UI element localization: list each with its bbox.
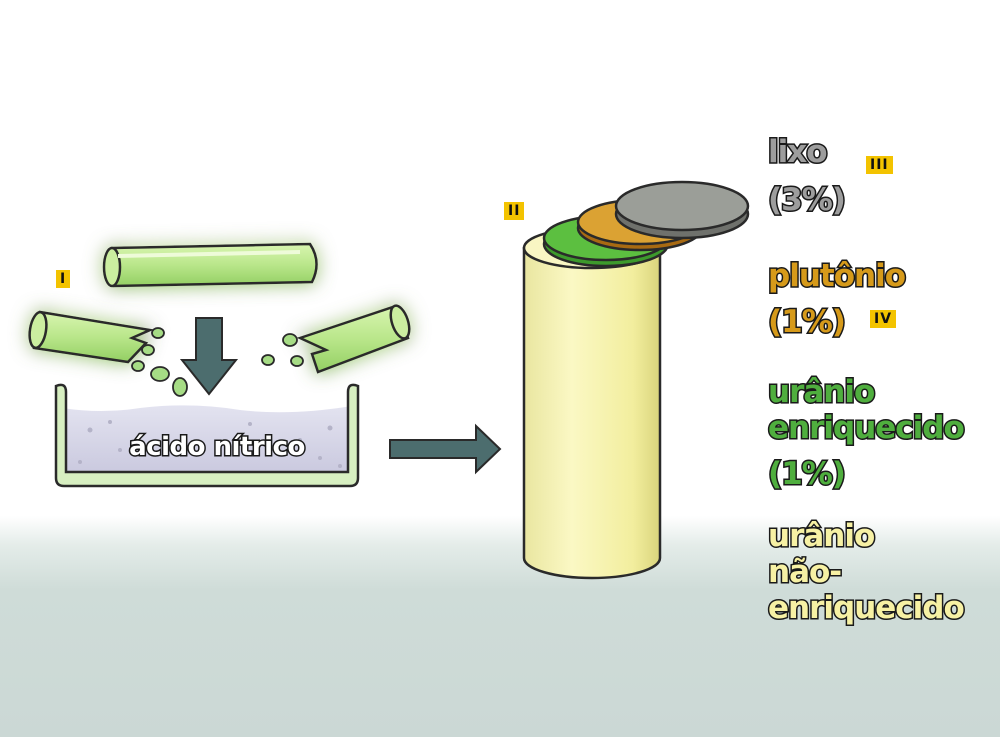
fuel-rod-broken-left: [27, 311, 150, 362]
natural-uranium-label-line2: não-: [768, 554, 841, 590]
stage-tag-i: I: [56, 270, 70, 288]
enriched-uranium-label-line1: urânio: [768, 374, 874, 410]
enriched-uranium-label-line2: enriquecido: [768, 410, 964, 446]
stage-tag-ii: II: [504, 202, 524, 220]
layer-gray-waste: [616, 182, 748, 238]
waste-percent: (3%): [768, 182, 845, 218]
down-arrow: [182, 318, 236, 394]
stage-tag-iv: IV: [870, 310, 896, 328]
natural-uranium-label-line1: urânio: [768, 518, 874, 554]
acid-label: ácido nítrico: [92, 432, 342, 462]
material-cylinder: [524, 228, 660, 578]
natural-uranium-label-line3: enriquecido: [768, 590, 964, 626]
fuel-rod-broken-right: [300, 303, 413, 372]
waste-label: lixo: [768, 134, 827, 170]
fuel-rod-top: [104, 244, 317, 286]
enriched-uranium-percent: (1%): [768, 456, 845, 492]
right-arrow: [390, 426, 500, 472]
plutonium-label: plutônio: [768, 258, 905, 294]
plutonium-percent: (1%): [768, 304, 845, 340]
stage-tag-iii: III: [866, 156, 893, 174]
